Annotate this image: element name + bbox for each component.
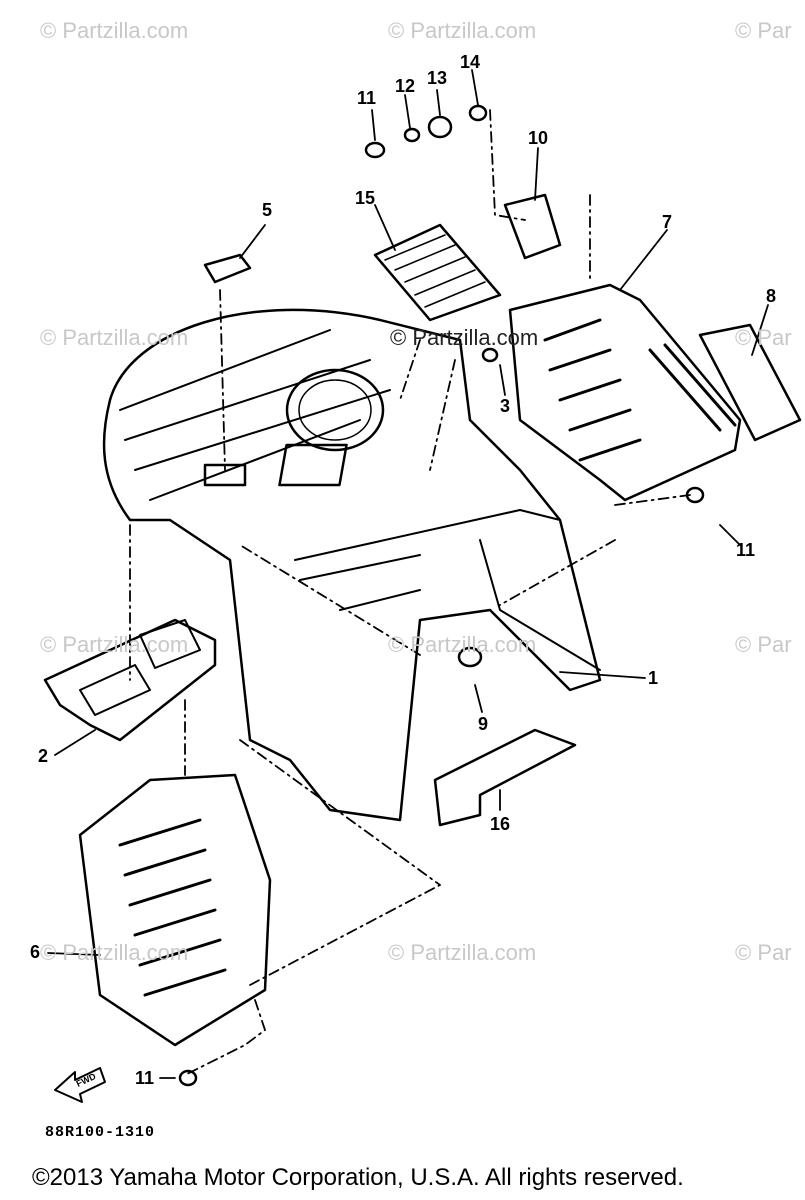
side-cover-left-outline xyxy=(78,773,272,1047)
callout-3: 3 xyxy=(500,396,511,416)
slot-recess xyxy=(203,463,247,487)
washer-part-12 xyxy=(403,127,421,143)
copyright-notice: ©2013 Yamaha Motor Corporation, U.S.A. A… xyxy=(32,1164,684,1191)
pad-part-8 xyxy=(698,323,802,442)
watermark: © Partzilla.com xyxy=(390,325,539,350)
fwd-arrow-icon xyxy=(54,1067,106,1103)
collar-part-14 xyxy=(468,104,488,122)
side-cover-left-louvers xyxy=(118,818,227,997)
watermark: © Par xyxy=(735,632,792,657)
diagram-code: 88R100-1310 xyxy=(45,1124,156,1141)
switch-panel-outline xyxy=(43,618,217,742)
watermark: © Partzilla.com xyxy=(40,325,189,350)
callout-6: 6 xyxy=(30,942,41,962)
callout-7: 7 xyxy=(662,212,673,232)
callout-11: 11 xyxy=(357,88,377,108)
leader-lines xyxy=(47,69,769,1079)
watermark: © Partzilla.com xyxy=(40,632,189,657)
cap-part-5 xyxy=(203,253,252,284)
grille-part-15 xyxy=(373,223,502,322)
fender-front-lip xyxy=(294,509,561,611)
callout-1: 1 xyxy=(648,668,659,688)
side-cover-right-louvers xyxy=(543,318,737,462)
callout-14: 14 xyxy=(460,52,481,72)
watermark: © Partzilla.com xyxy=(388,18,537,43)
nut-part-9 xyxy=(457,646,483,668)
callout-9: 9 xyxy=(478,714,489,734)
switch-recess xyxy=(278,443,348,487)
watermark: © Par xyxy=(735,940,792,965)
fender-side-panel xyxy=(479,539,601,671)
callout-2: 2 xyxy=(38,746,49,766)
assembly-lines xyxy=(129,109,691,1076)
grommet-part-13 xyxy=(427,115,453,139)
fender-ribs xyxy=(119,329,391,501)
watermark: © Par xyxy=(735,18,792,43)
bracket-part-10 xyxy=(503,193,562,260)
watermark: © Partzilla.com xyxy=(388,940,537,965)
clip-part-3 xyxy=(481,347,499,363)
bolt-part-11-bottom xyxy=(178,1069,198,1087)
callout-13: 13 xyxy=(427,68,448,88)
watermark: © Partzilla.com xyxy=(388,632,537,657)
callout-8: 8 xyxy=(766,286,777,306)
callout-11: 11 xyxy=(736,540,756,560)
watermark: © Par xyxy=(735,325,792,350)
callout-15: 15 xyxy=(355,188,376,208)
callout-12: 12 xyxy=(395,76,416,96)
headlight-opening xyxy=(285,368,385,452)
plate-part-16 xyxy=(433,728,577,827)
main-fender-outline xyxy=(102,308,602,822)
callout-11: 11 xyxy=(135,1068,155,1088)
callout-5: 5 xyxy=(262,200,273,220)
watermark: © Partzilla.com xyxy=(40,18,189,43)
watermark: © Partzilla.com xyxy=(40,940,189,965)
callout-16: 16 xyxy=(490,814,511,834)
bolt-part-11 xyxy=(364,141,386,159)
callout-10: 10 xyxy=(528,128,549,148)
